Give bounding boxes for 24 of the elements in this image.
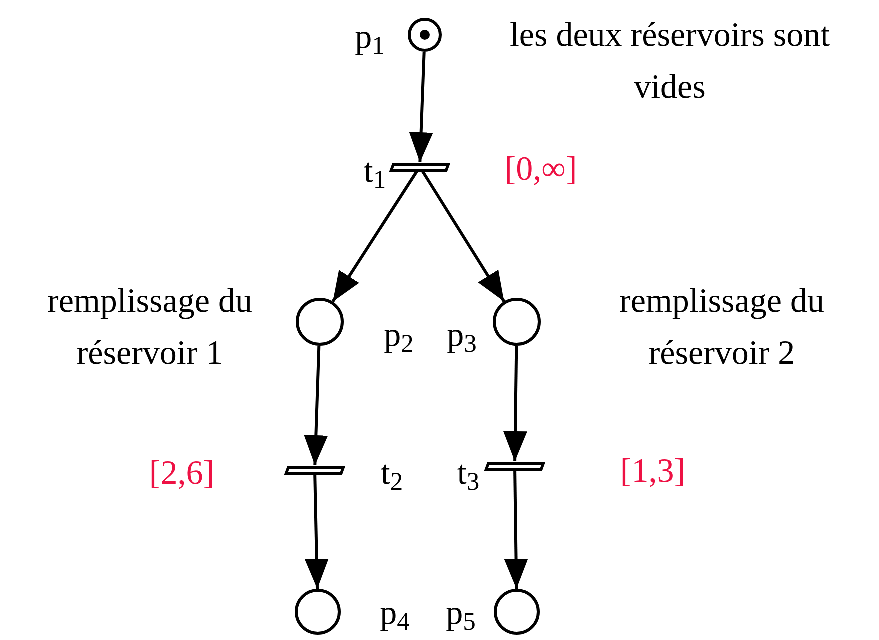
transition-bar: [284, 466, 346, 474]
place-label: p$_{5}$: [445, 594, 477, 638]
arrow: [504, 470, 528, 590]
annotation-text: les deux réservoirs sont vides: [508, 16, 832, 108]
place-label: p$_{3}$: [446, 316, 478, 360]
arrow: [422, 170, 506, 302]
place-label: p$_{4}$: [379, 594, 411, 638]
arrow: [304, 346, 328, 466]
transition-bar: [389, 162, 451, 172]
arrow: [332, 170, 418, 303]
place-label: p$_{2}$: [383, 316, 415, 360]
arrow: [409, 52, 434, 163]
arrow: [503, 346, 528, 462]
place-label: p$_{1}$: [354, 18, 386, 62]
time-interval: [0,∞]: [504, 150, 578, 190]
time-interval: [2,6]: [148, 454, 216, 494]
time-interval: [1,3]: [619, 452, 687, 492]
transition-label: t$_{1}$: [362, 152, 388, 196]
annotation-text: remplissage du réservoir 2: [618, 282, 826, 374]
transition-label: t$_{2}$: [380, 454, 404, 498]
transition-bar: [484, 462, 546, 470]
annotation-text: remplissage du réservoir 1: [46, 282, 254, 374]
arrow: [304, 474, 329, 590]
transition-label: t$_{3}$: [456, 454, 481, 498]
